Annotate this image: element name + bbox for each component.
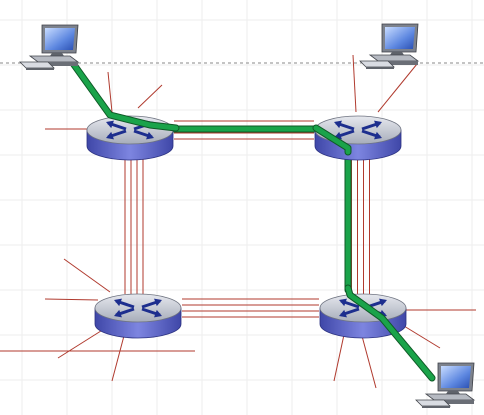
keyboard-side (26, 68, 54, 70)
monitor-stand (50, 53, 64, 56)
arrow-head (146, 131, 154, 140)
computer-base (424, 393, 476, 401)
keyboard-side (366, 67, 394, 69)
keyboard (415, 399, 451, 407)
link-line (352, 54, 357, 113)
link-line (137, 84, 163, 109)
router-arrows-icon (334, 120, 382, 140)
arrow-head (374, 120, 382, 129)
arrow-head (339, 309, 347, 318)
computer-icon (19, 24, 80, 70)
computer-icon (415, 362, 476, 408)
link-line (333, 329, 346, 382)
arrow-head (154, 298, 162, 307)
arrow-head (374, 131, 382, 140)
router-bottom-left (94, 293, 182, 339)
hosts (19, 23, 476, 408)
arrow-head (334, 120, 342, 129)
link-line (377, 63, 418, 113)
link-line (403, 325, 441, 349)
router-top (314, 115, 402, 145)
keyboard (359, 60, 395, 68)
monitor-stand (390, 52, 404, 55)
monitor-stand (446, 391, 460, 394)
router-top (94, 293, 182, 323)
arrow-head (339, 298, 347, 307)
highlighted-path-over-routers (68, 58, 436, 382)
computer-icon (359, 23, 420, 69)
computer-base (368, 54, 420, 62)
arrow-head (114, 298, 122, 307)
external-links (0, 54, 476, 389)
highlighted-path (170, 125, 352, 294)
link-line (44, 298, 99, 301)
arrow-head (106, 120, 114, 129)
arrow-head (114, 309, 122, 318)
trunk-r-bottom-left-r-bottom-right (182, 298, 319, 318)
trunk-r-top-right-r-bottom-right (351, 148, 370, 294)
link-line (63, 258, 111, 293)
monitor-screen (385, 27, 415, 49)
circuit-trunks (124, 120, 370, 318)
monitor-screen (441, 366, 471, 388)
arrow-head (106, 131, 114, 140)
keyboard (19, 61, 55, 69)
arrow-head (379, 298, 387, 307)
keyboard-side (422, 406, 450, 408)
link-line (361, 335, 377, 389)
arrow-head (154, 309, 162, 318)
trunk-r-top-left-r-bottom-left (124, 148, 144, 294)
path-segment-router-tr (313, 125, 351, 155)
computer-base (28, 55, 80, 63)
path-segment-router-br-to-host (345, 285, 435, 381)
link-line (107, 71, 113, 113)
link-line (111, 331, 126, 382)
path-segment-host-to-router-tl (69, 59, 179, 131)
monitor-screen (45, 28, 75, 50)
router-arrows-icon (114, 298, 162, 318)
